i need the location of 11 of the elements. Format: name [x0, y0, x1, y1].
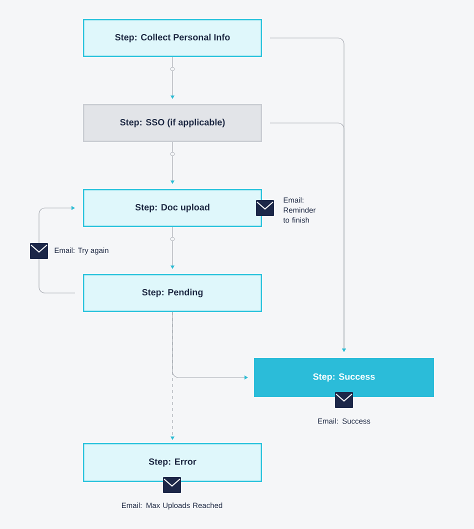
arrow — [270, 122, 346, 352]
step-box: Step: Collect Personal Info — [83, 19, 262, 57]
arrow — [170, 56, 175, 99]
arrow — [38, 206, 76, 294]
step-box: Step: Success — [254, 358, 434, 397]
step-box: Step: Error — [83, 443, 262, 482]
arrow — [170, 142, 175, 184]
arrow — [170, 226, 175, 269]
step-box: Step: Doc upload — [83, 189, 262, 227]
step-box: Step: SSO (if applicable) — [83, 104, 262, 142]
step-box: Step: Pending — [83, 274, 262, 312]
